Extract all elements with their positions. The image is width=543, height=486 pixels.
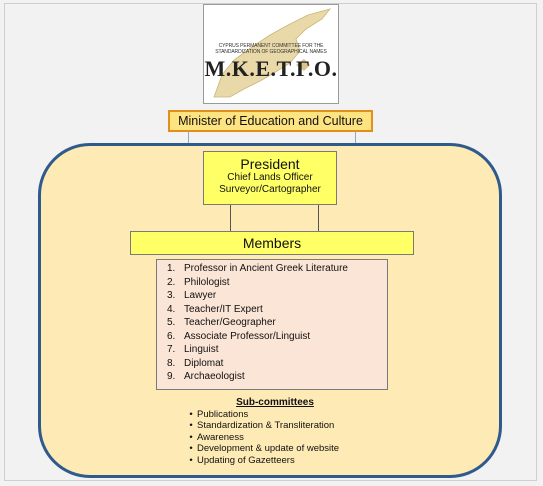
member-label: Associate Professor/Linguist — [184, 330, 311, 342]
member-item: 1. Professor in Ancient Greek Literature — [167, 262, 387, 276]
subcommittee-label: Development & update of website — [197, 443, 340, 454]
member-label: Archaeologist — [184, 371, 245, 382]
bullet-icon: • — [189, 420, 193, 431]
minister-connector-right — [355, 132, 356, 145]
member-item: 8. Diplomat — [167, 357, 387, 371]
subcommittee-item: • Standardization & Transliteration — [185, 420, 365, 432]
subcommittee-item: • Awareness — [185, 432, 365, 444]
member-number: 7. — [167, 344, 176, 355]
subcommittees: Sub-committees • Publications • Standardiza… — [185, 397, 365, 466]
bullet-icon: • — [189, 431, 193, 443]
subcommittee-label: Publications — [197, 408, 249, 420]
minister-connector-left — [188, 132, 189, 145]
president-box: President Chief Lands Officer Surveyor/C… — [203, 151, 337, 205]
president-line2: Surveyor/Cartographer — [219, 184, 321, 195]
minister-box: Minister of Education and Culture — [168, 110, 373, 132]
member-number: 1. — [167, 263, 176, 274]
subcommittee-item: • Publications — [185, 409, 365, 421]
member-item: 6. Associate Professor/Linguist — [167, 330, 387, 344]
subcommittee-label: Updating of Gazetteers — [197, 454, 295, 466]
subcommittee-label: Standardization & Transliteration — [197, 420, 335, 431]
cyprus-map-icon — [213, 8, 332, 98]
president-title: President — [240, 156, 300, 172]
member-label: Diplomat — [184, 357, 224, 369]
subcommittee-label: Awareness — [197, 431, 244, 443]
president-connector-right — [318, 205, 319, 231]
member-label: Lawyer — [184, 290, 217, 301]
subcommittee-item: • Updating of Gazetteers — [185, 455, 365, 467]
member-item: 2. Philologist — [167, 276, 387, 290]
bullet-icon: • — [189, 408, 193, 420]
member-item: 3. Lawyer — [167, 289, 387, 303]
member-item: 7. Linguist — [167, 343, 387, 357]
subcommittee-item: • Development & update of website — [185, 443, 365, 455]
member-number: 9. — [167, 371, 176, 382]
member-item: 9. Archaeologist — [167, 370, 387, 384]
member-label: Teacher/Geographer — [184, 317, 276, 328]
logo-acronym: Μ.Κ.Ε.Τ.Γ.Ο. — [204, 56, 338, 81]
president-line1: Chief Lands Officer — [227, 172, 313, 183]
president-connector-left — [230, 205, 231, 231]
bullet-icon: • — [189, 443, 193, 454]
member-number: 3. — [167, 290, 176, 301]
member-number: 8. — [167, 357, 176, 369]
member-number: 2. — [167, 276, 176, 288]
member-label: Linguist — [184, 344, 219, 355]
member-label: Philologist — [184, 276, 230, 288]
member-number: 6. — [167, 330, 176, 342]
member-label: Professor in Ancient Greek Literature — [184, 263, 348, 274]
member-label: Teacher/IT Expert — [184, 303, 263, 315]
member-item: 5. Teacher/Geographer — [167, 316, 387, 330]
bullet-icon: • — [189, 454, 193, 466]
member-item: 4. Teacher/IT Expert — [167, 303, 387, 317]
members-list: 1. Professor in Ancient Greek Literature 2… — [156, 259, 388, 390]
member-number: 5. — [167, 317, 176, 328]
members-heading: Members — [130, 231, 414, 255]
logo-caption-line1: CYPRUS PERMANENT COMMITTEE FOR THE — [218, 43, 324, 49]
member-number: 4. — [167, 303, 176, 315]
committee-logo: CYPRUS PERMANENT COMMITTEE FOR THE STAND… — [203, 4, 339, 104]
logo-caption: CYPRUS PERMANENT COMMITTEE FOR THE STAND… — [204, 43, 338, 55]
subcommittees-list: • Publications • Standardization & Translit… — [185, 409, 365, 467]
logo-caption-line2: STANDARDIZATION OF GEOGRAPHICAL NAMES — [215, 49, 327, 55]
subcommittees-heading: Sub-committees — [236, 397, 314, 408]
